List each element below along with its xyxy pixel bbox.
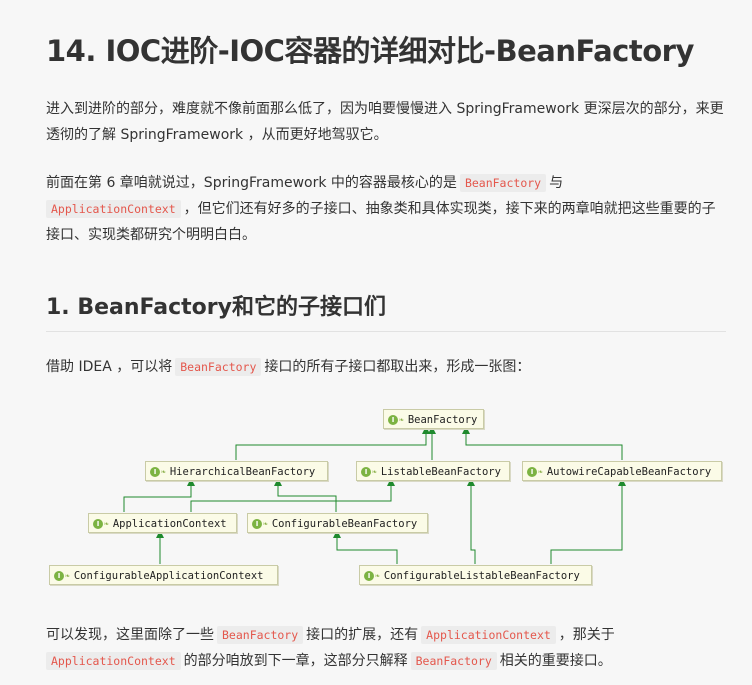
node-configurablelistablebeanfactory: I❧ConfigurableListableBeanFactory [359,565,592,585]
node-label: AutowireCapableBeanFactory [546,466,712,478]
node-label: ListableBeanFactory [380,466,501,478]
interface-icon: I❧ [361,462,377,482]
section-heading: 1. BeanFactory和它的子接口们 [46,295,386,320]
text: 借助 IDEA ，可以将 [46,359,173,375]
interface-icon: I❧ [252,514,268,534]
interface-icon: I❧ [527,462,543,482]
text: 接口的扩展，还有 [306,627,419,643]
intro-paragraph: 进入到进阶的部分，难度就不像前面那么低了，因为咱要慢慢进入 SpringFram… [46,101,724,143]
inline-code-beanfactory: BeanFactory [175,358,262,376]
node-applicationcontext: I❧ApplicationContext [88,513,237,533]
text: 的部分咱放到下一章，这部分只解释 [183,653,408,669]
interface-icon: I❧ [388,410,404,430]
text: 可以发现，这里面除了一些 [46,627,214,643]
inline-code-applicationcontext: ApplicationContext [46,652,181,670]
text: 相关的重要接口。 [499,653,612,669]
text: ，那关于 [558,627,615,643]
text: 与 [549,175,564,191]
inline-code-beanfactory: BeanFactory [217,626,304,644]
node-beanfactory: I❧BeanFactory [383,409,484,429]
interface-icon: I❧ [364,566,380,586]
inheritance-lines [123,426,626,564]
inline-code-applicationcontext: ApplicationContext [46,200,181,218]
node-listablebeanfactory: I❧ListableBeanFactory [356,461,510,481]
node-hierarchicalbeanfactory: I❧HierarchicalBeanFactory [145,461,328,481]
interface-icon: I❧ [150,462,166,482]
interface-icon: I❧ [93,514,109,534]
node-label: BeanFactory [407,414,478,426]
inline-code-beanfactory: BeanFactory [410,652,497,670]
node-label: ApplicationContext [112,518,227,530]
page-title: 14. IOC进阶-IOC容器的详细对比-BeanFactory [46,34,694,68]
node-label: ConfigurableApplicationContext [73,570,264,582]
text: 接口的所有子接口都取出来，形成一张图： [264,359,531,375]
node-configurablebeanfactory: I❧ConfigurableBeanFactory [247,513,428,533]
node-label: ConfigurableBeanFactory [271,518,418,530]
text: 前面在第 6 章咱就说过，SpringFramework 中的容器最核心的是 [46,175,457,191]
interface-hierarchy-diagram: I❧BeanFactory I❧HierarchicalBeanFactory … [46,398,726,598]
node-label: HierarchicalBeanFactory [169,466,316,478]
node-autowirecapablebeanfactory: I❧AutowireCapableBeanFactory [522,461,722,481]
text: ，但它们还有好多的子接口、抽象类和具体实现类，接下来的两章咱就把这些重要的子接口… [46,201,716,243]
node-label: ConfigurableListableBeanFactory [383,570,580,582]
section-divider [46,331,726,332]
inline-code-beanfactory: BeanFactory [459,174,547,192]
interface-icon: I❧ [54,566,70,586]
inline-code-applicationcontext: ApplicationContext [421,626,556,644]
node-configurableapplicationcontext: I❧ConfigurableApplicationContext [49,565,278,585]
